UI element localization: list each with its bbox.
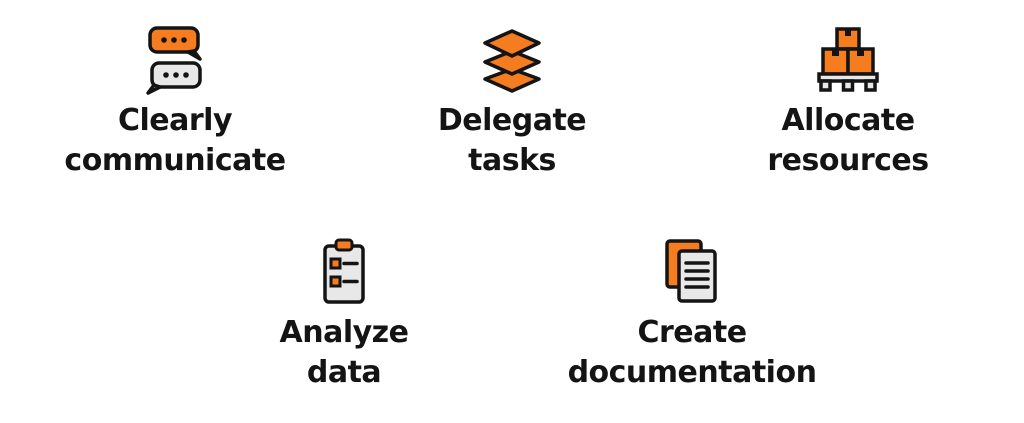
skill-label: Delegate tasks [372, 101, 652, 181]
skill-label-line1: Analyze [279, 315, 409, 350]
chat-bubbles-icon [146, 26, 202, 95]
skill-label-line2: data [306, 355, 382, 390]
skill-create-documentation: Create documentation [542, 237, 842, 393]
skill-label-line2: tasks [468, 143, 556, 178]
skill-label-line2: communicate [64, 143, 286, 178]
skill-label: Allocate resources [708, 101, 988, 181]
layers-icon [483, 29, 541, 93]
skill-label-line1: Create [637, 315, 747, 350]
skill-label-line1: Allocate [781, 103, 915, 138]
skill-clearly-communicate: Clearly communicate [35, 25, 315, 181]
skill-allocate-resources: Allocate resources [708, 25, 988, 181]
skill-label-line1: Delegate [437, 103, 587, 138]
skill-label: Analyze data [204, 313, 484, 393]
skill-analyze-data: Analyze data [204, 237, 484, 393]
skill-label-line2: documentation [567, 355, 817, 390]
documents-icon [665, 239, 717, 303]
boxes-pallet-icon [817, 27, 879, 92]
clipboard-checklist-icon [323, 238, 365, 304]
skill-label: Clearly communicate [35, 101, 315, 181]
skill-delegate-tasks: Delegate tasks [372, 25, 652, 181]
skill-label-line1: Clearly [117, 103, 233, 138]
skill-label: Create documentation [542, 313, 842, 393]
skill-label-line2: resources [767, 143, 929, 178]
